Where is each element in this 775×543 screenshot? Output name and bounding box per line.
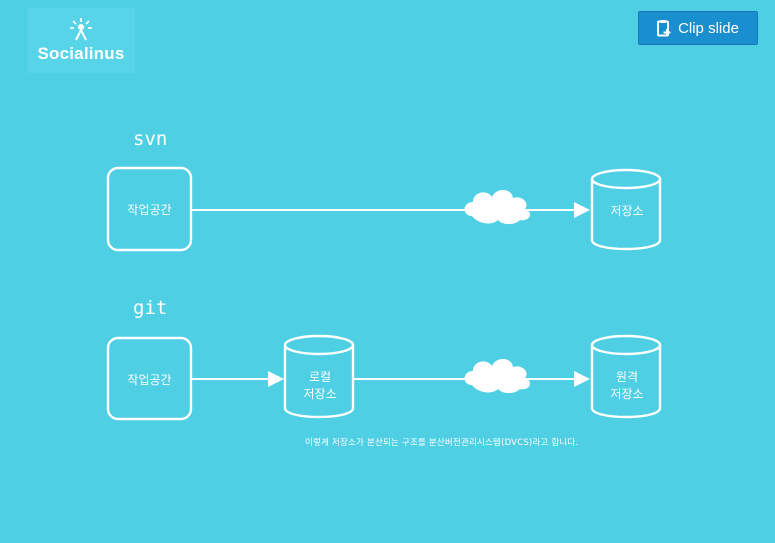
git-workspace-box: 작업공간 [106, 336, 193, 421]
svn-workspace-box: 작업공간 [106, 166, 193, 252]
git-local-label-2: 저장소 [303, 387, 336, 401]
svn-repository-label: 저장소 [610, 204, 643, 218]
logo-text: Socialinus [37, 44, 125, 63]
svn-title: svn [133, 128, 167, 150]
svn-repository: 저장소 [590, 168, 662, 251]
git-remote-repository: 원격 저장소 [590, 334, 662, 419]
git-workspace-label: 작업공간 [127, 373, 171, 387]
clip-slide-button[interactable]: Clip slide [638, 11, 758, 45]
git-remote-label-1: 원격 [616, 370, 638, 384]
git-remote-label-2: 저장소 [610, 387, 643, 401]
git-title: git [133, 297, 167, 319]
svn-cloud-icon [464, 189, 531, 225]
svn-workspace-label: 작업공간 [127, 203, 171, 217]
logo[interactable]: Socialinus [27, 8, 135, 73]
sun-figure-icon [70, 18, 92, 41]
git-local-repository: 로컬 저장소 [283, 334, 355, 419]
dvcs-caption: 이렇게 저장소가 분산되는 구조를 분산버전관리시스템(DVCS)라고 합니다. [305, 438, 579, 448]
clipboard-plus-icon [657, 20, 671, 37]
clip-slide-label: Clip slide [678, 19, 739, 37]
git-local-label-1: 로컬 [309, 370, 331, 384]
git-cloud-icon [464, 358, 531, 394]
